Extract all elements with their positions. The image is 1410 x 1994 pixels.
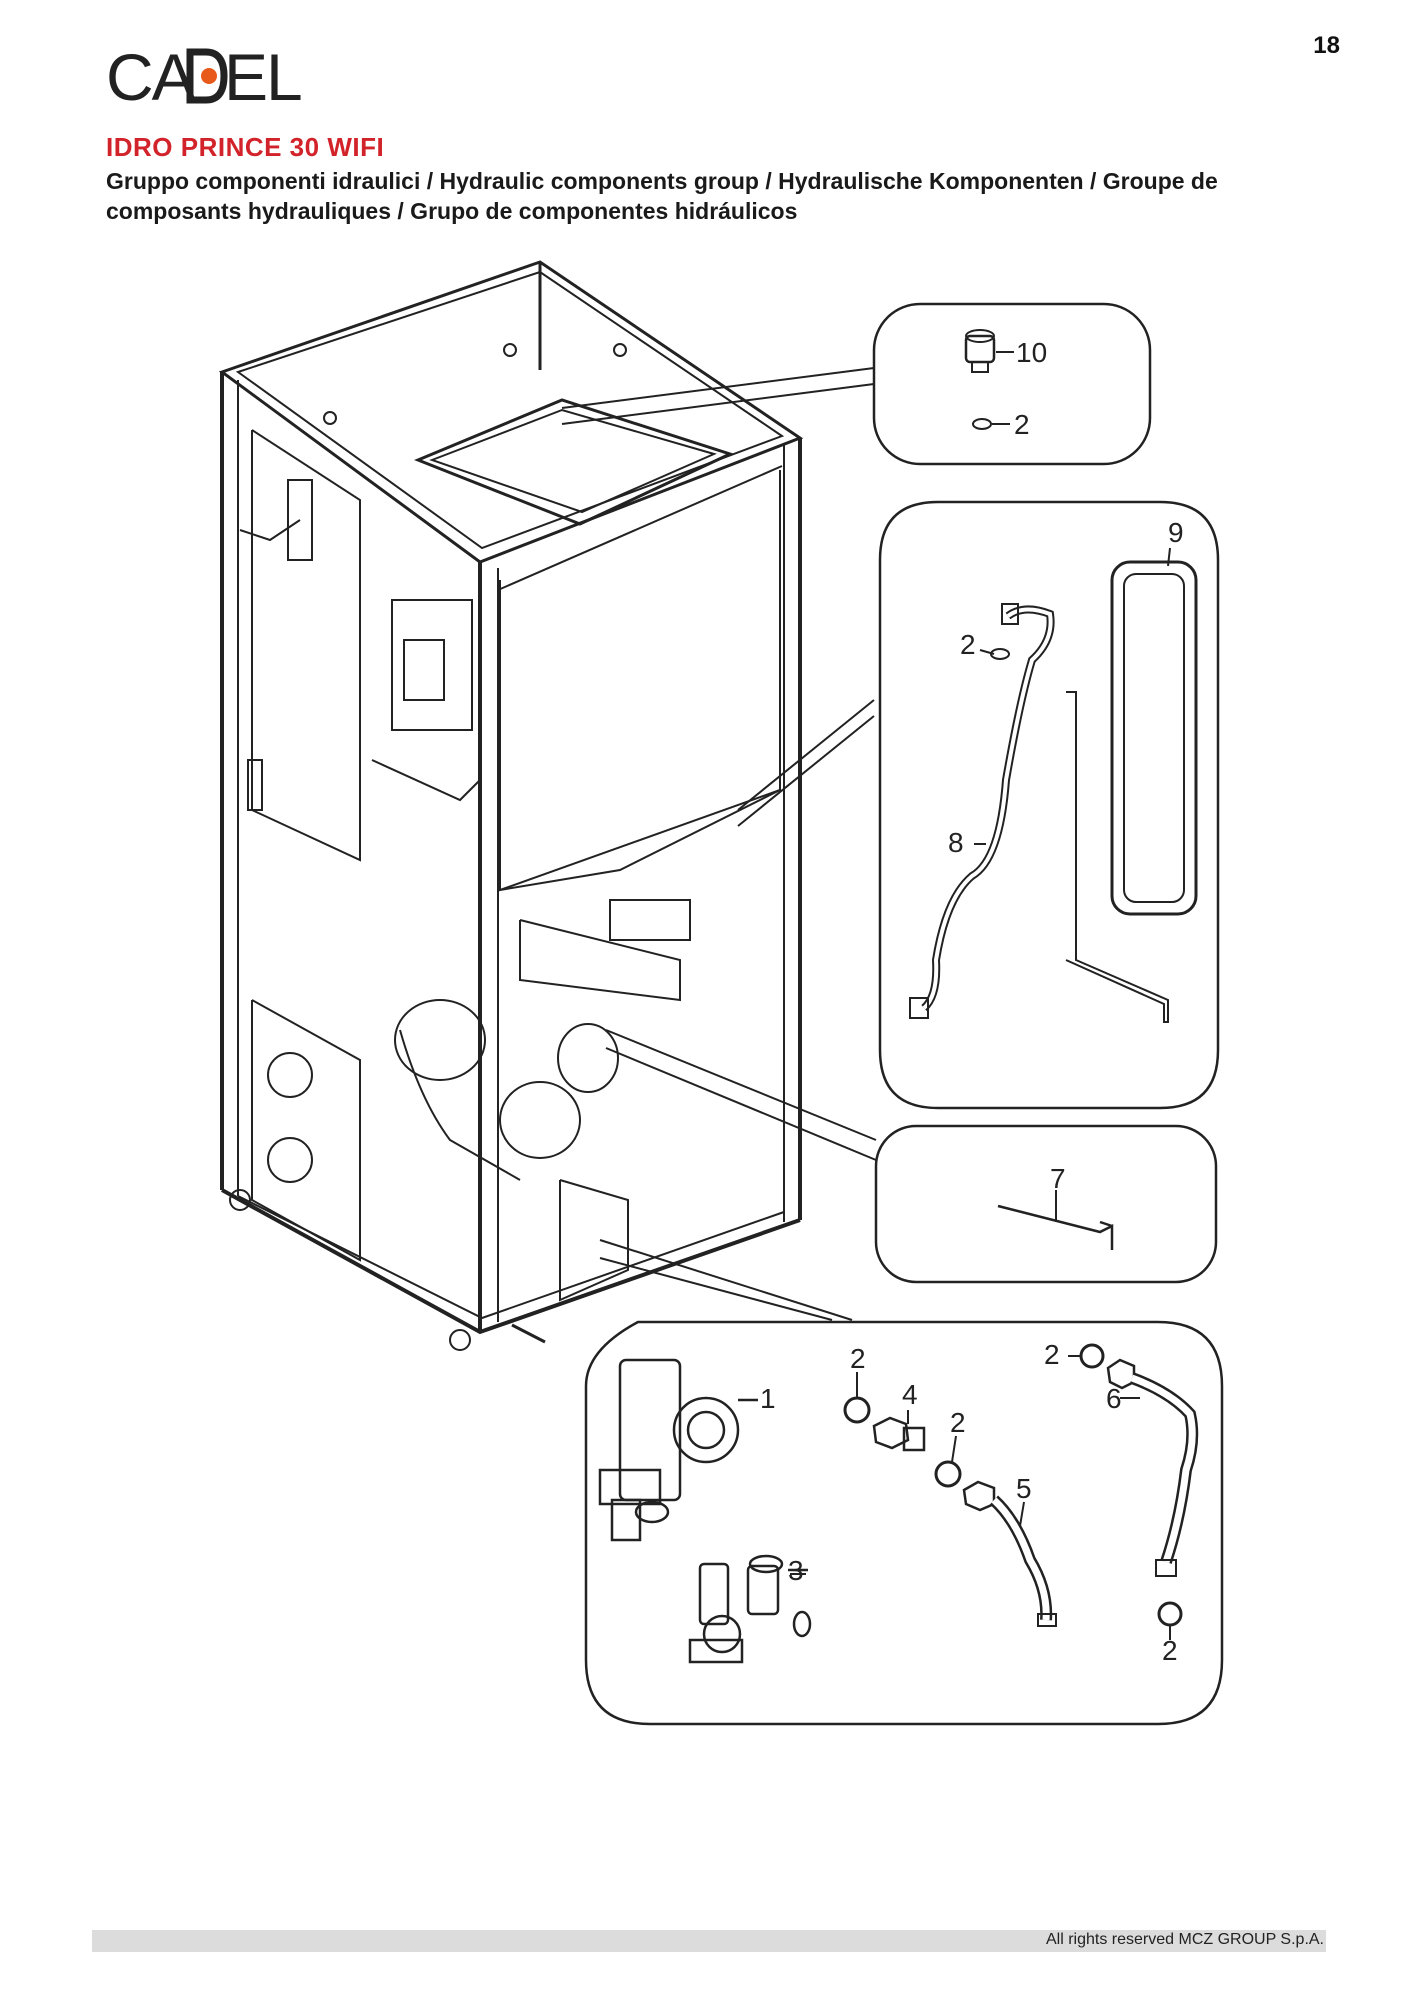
pipe-5-part	[962, 1480, 1057, 1627]
svg-text:EL: EL	[224, 42, 301, 110]
callout-10: 10	[1016, 337, 1047, 368]
expansion-vessel-part	[1065, 560, 1198, 1023]
stove-frame	[218, 260, 804, 1351]
callout-5: 5	[1016, 1473, 1032, 1504]
leader-lines	[561, 367, 877, 1321]
callout-2a: 2	[1014, 409, 1030, 440]
callout-2c: 2	[850, 1343, 866, 1374]
callout-8: 8	[948, 827, 964, 858]
page-number: 18	[1313, 32, 1340, 59]
fitting-part	[872, 1416, 926, 1452]
pump-assembly-part	[598, 1358, 758, 1542]
model-title: IDRO PRINCE 30 WIFI	[106, 132, 385, 162]
callout-4: 4	[902, 1379, 918, 1410]
valve-assembly-part	[688, 1554, 812, 1664]
callout-1: 1	[760, 1383, 776, 1414]
logo-dot	[201, 68, 217, 84]
callout-2b: 2	[960, 629, 976, 660]
probe-part	[997, 1204, 1114, 1250]
detail-box-hydraulic	[584, 1320, 1224, 1726]
air-vent-part	[964, 329, 996, 430]
footer-copyright: All rights reserved MCZ GROUP S.p.A.	[1046, 1931, 1324, 1948]
callout-leaders	[742, 351, 1171, 1640]
detail-box-air-vent	[872, 302, 1152, 466]
callout-6: 6	[1106, 1383, 1122, 1414]
detail-box-expansion	[878, 500, 1220, 1110]
section-subtitle: Gruppo componenti idraulici / Hydraulic …	[106, 168, 1218, 224]
callout-2d: 2	[950, 1407, 966, 1438]
callout-9: 9	[1168, 517, 1184, 548]
pipe-6-part	[1106, 1358, 1199, 1577]
cadel-logo: CA EL	[106, 42, 303, 110]
callout-2e: 2	[1044, 1339, 1060, 1370]
gaskets-part	[843, 1343, 1183, 1627]
footer-bar	[92, 1930, 1326, 1952]
flexible-pipe-part	[909, 603, 1055, 1019]
callout-3: 3	[788, 1555, 804, 1586]
callout-7: 7	[1050, 1163, 1066, 1194]
svg-text:CA: CA	[106, 42, 196, 110]
detail-box-probe	[874, 1124, 1218, 1284]
callout-2f: 2	[1162, 1635, 1178, 1666]
